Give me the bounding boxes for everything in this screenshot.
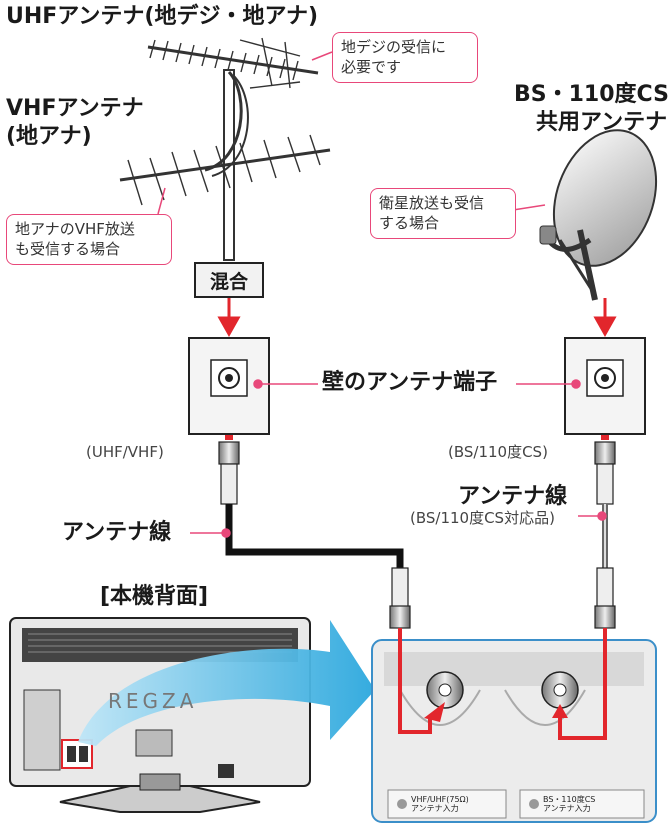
callout-satellite: 衛星放送も受信 する場合 bbox=[370, 188, 516, 239]
uhf-antenna-label: UHFアンテナ(地デジ・地アナ) bbox=[6, 4, 319, 29]
cable-right-note: (BS/110度CS対応品) bbox=[410, 509, 555, 527]
vhf-antenna-label-2: (地アナ) bbox=[6, 124, 92, 149]
signal-arrows bbox=[216, 298, 618, 440]
bs-dish-icon bbox=[539, 129, 658, 301]
back-panel-label: [本機背面] bbox=[100, 584, 209, 609]
cable-left-label: アンテナ線 bbox=[62, 520, 172, 545]
uhf-antenna-icon bbox=[147, 37, 319, 89]
port-bs-label: BS・110度CS アンテナ入力 bbox=[543, 795, 596, 814]
callout-analog-line2: も受信する場合 bbox=[15, 240, 121, 259]
port-vhf-uhf-line1: VHF/UHF(75Ω) bbox=[411, 795, 469, 804]
tv-back-icon bbox=[9, 617, 311, 813]
cable-right-label: アンテナ線 bbox=[458, 484, 568, 509]
zoom-panel bbox=[371, 639, 657, 823]
port-vhf-uhf-label: VHF/UHF(75Ω) アンテナ入力 bbox=[411, 795, 469, 814]
wall-plate-right bbox=[564, 337, 646, 435]
wall-plate-left bbox=[188, 337, 270, 435]
port-vhf-uhf-line2: アンテナ入力 bbox=[411, 803, 459, 813]
callout-analog-line1: 地アナのVHF放送 bbox=[15, 220, 135, 238]
port-bs-line2: アンテナ入力 bbox=[543, 803, 591, 813]
bs-antenna-label-2: 共用アンテナ bbox=[536, 110, 668, 135]
callout-satellite-line2: する場合 bbox=[379, 214, 440, 233]
bs-110cs-label: (BS/110度CS) bbox=[448, 443, 548, 461]
callout-digital: 地デジの受信に 必要です bbox=[332, 32, 478, 83]
callout-digital-line1: 地デジの受信に bbox=[341, 38, 447, 56]
blue-zoom-arrow bbox=[78, 620, 375, 746]
port-bs-line1: BS・110度CS bbox=[543, 795, 596, 804]
uhf-vhf-label: (UHF/VHF) bbox=[86, 443, 164, 461]
cable-connectors bbox=[218, 441, 616, 629]
callout-digital-line2: 必要です bbox=[341, 58, 402, 77]
vhf-antenna-icon bbox=[119, 134, 331, 206]
mixer-box: 混合 bbox=[194, 262, 264, 298]
callout-satellite-line1: 衛星放送も受信 bbox=[379, 194, 485, 212]
brand-logo: REGZA bbox=[108, 689, 198, 713]
bs-antenna-label-1: BS・110度CS bbox=[514, 82, 668, 107]
wall-terminal-label: 壁のアンテナ端子 bbox=[322, 370, 498, 395]
vhf-antenna-label-1: VHFアンテナ bbox=[6, 96, 144, 121]
callout-analog-vhf: 地アナのVHF放送 も受信する場合 bbox=[6, 214, 172, 265]
